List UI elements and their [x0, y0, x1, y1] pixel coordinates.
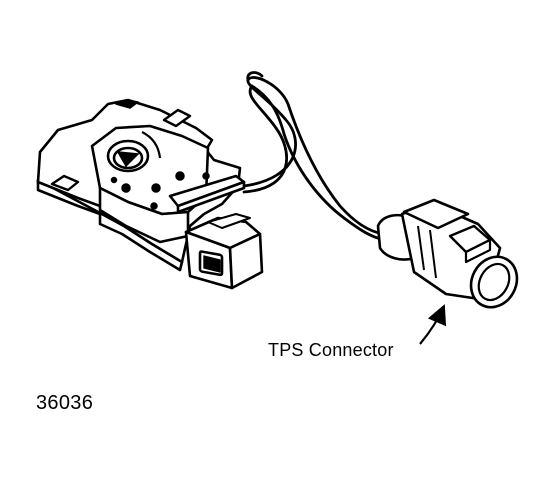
top-tab-notch [115, 99, 139, 109]
tps-connector-rib-2 [429, 229, 437, 279]
hole-2 [151, 183, 161, 193]
tps-connector-top-ridge [402, 198, 470, 230]
wire-harness [242, 71, 388, 242]
rotor-triangle-icon [116, 151, 140, 168]
hole-3 [175, 171, 185, 181]
sensor-connector [184, 213, 264, 290]
tps-connector-latch-side [464, 238, 492, 264]
sensor-rotor [106, 131, 162, 173]
figure-number: 36036 [36, 392, 94, 414]
wire-retainer-strap [168, 174, 246, 214]
hole-1 [121, 183, 131, 193]
tps-connector [376, 198, 519, 309]
tps-connector-rib-1 [417, 225, 425, 271]
hole-5 [202, 172, 210, 180]
throttle-position-sensor [36, 98, 242, 272]
wire-loop-tip [246, 71, 264, 82]
sensor-connector-side [228, 232, 264, 290]
sensor-holes [110, 171, 210, 210]
hole-6 [110, 176, 118, 184]
left-mounting-slot [50, 174, 80, 192]
callout-arrow [419, 304, 447, 345]
sensor-connector-latch [207, 213, 251, 229]
right-mounting-slot [162, 108, 192, 128]
rotation-arc [141, 131, 162, 159]
wire-outer [242, 76, 386, 236]
wire-inner [242, 84, 388, 242]
hole-4 [150, 202, 158, 210]
tps-connector-face-inner [477, 262, 511, 302]
sensor-connector-pins [203, 255, 221, 273]
tps-connector-label: TPS Connector [268, 340, 394, 360]
